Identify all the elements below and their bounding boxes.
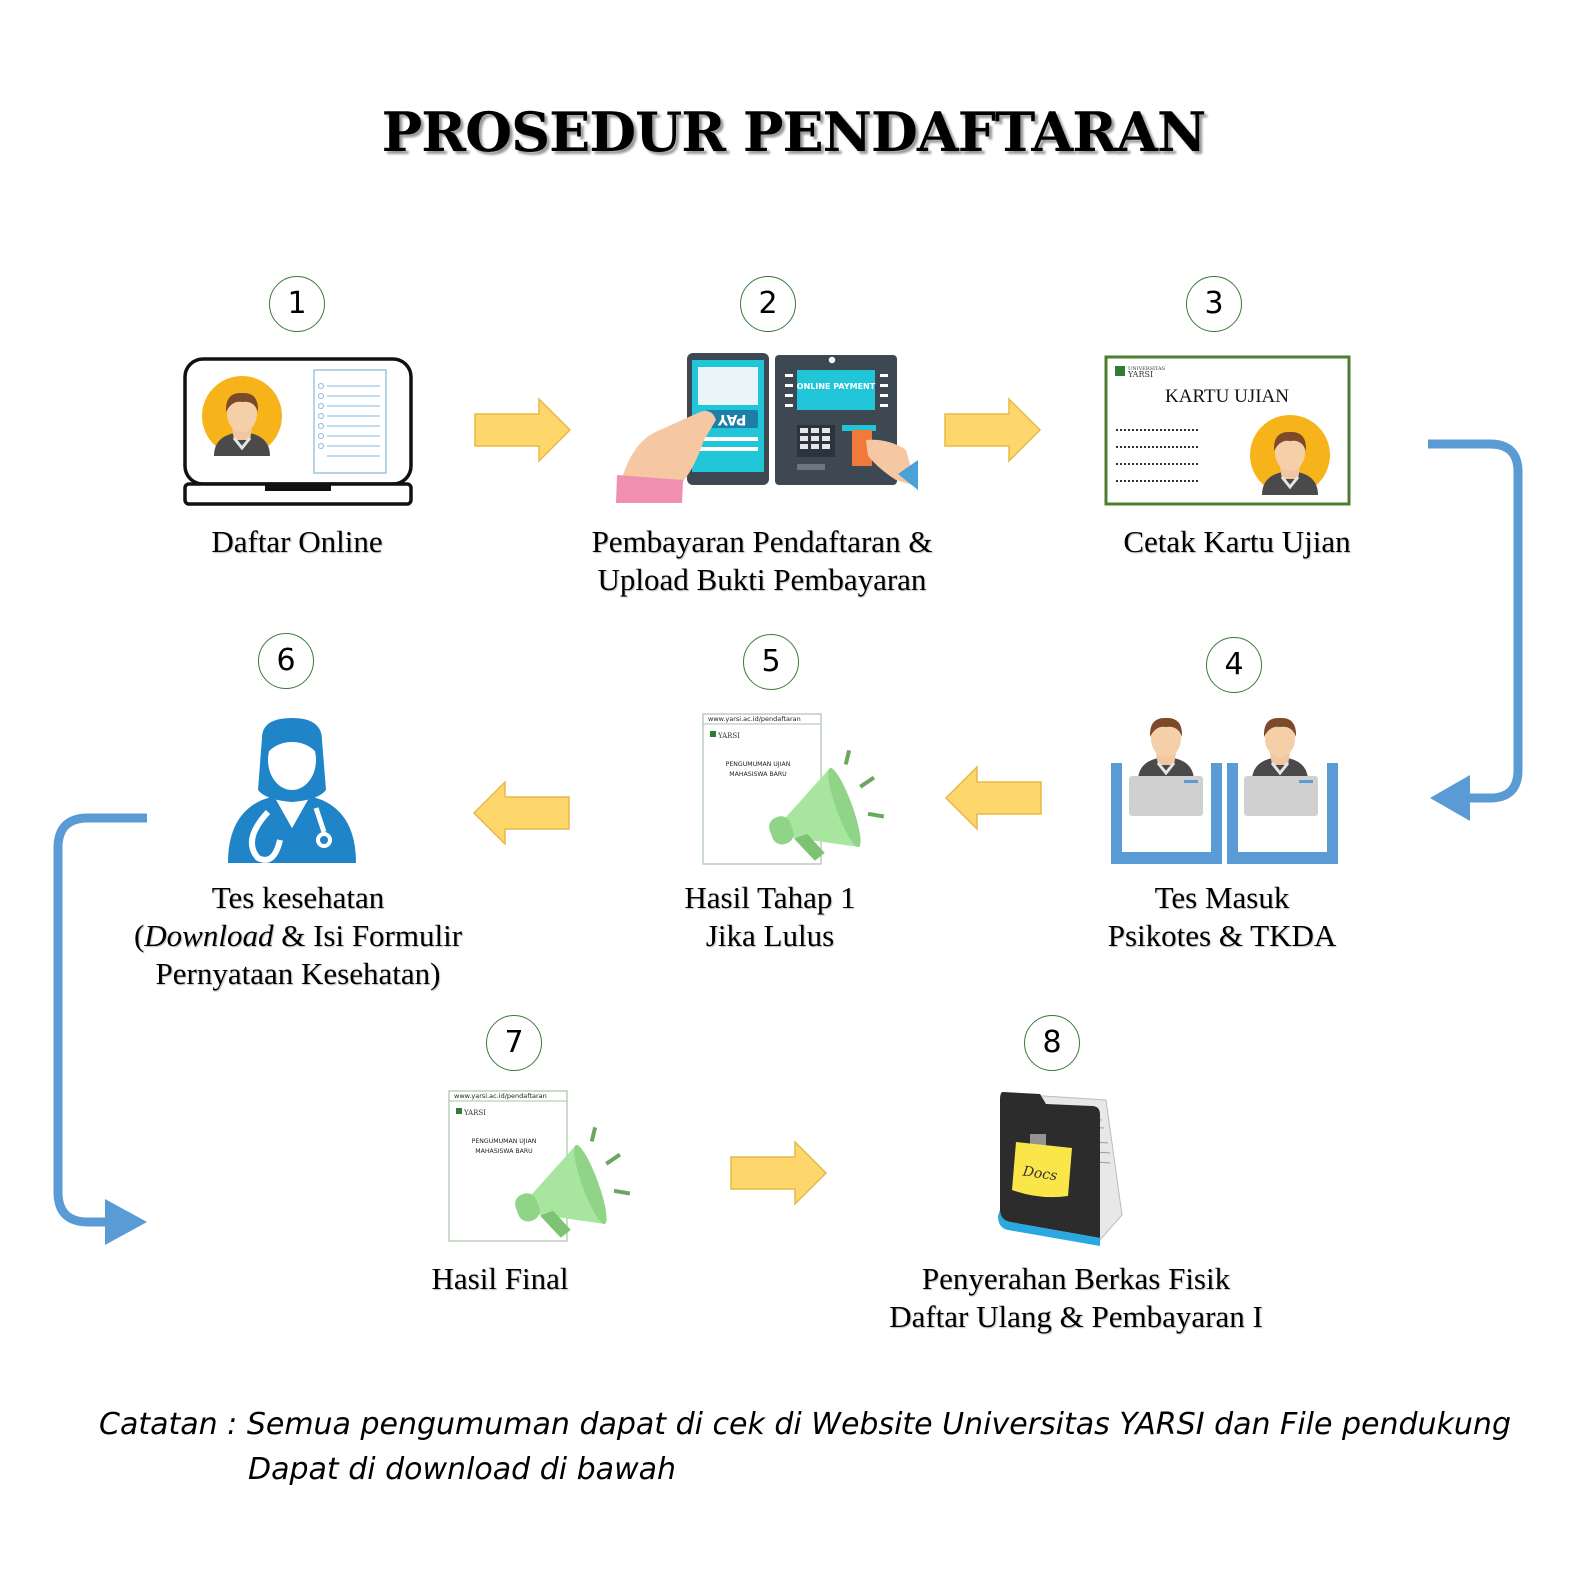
arrow-right-1-2 [474, 397, 572, 463]
arrow-left-4-5 [944, 765, 1042, 831]
card-logo-small: UNIVERSITAS [1128, 366, 1166, 372]
connector-3-4 [1428, 439, 1523, 803]
announcement-logo: YARSI [717, 732, 740, 740]
step-number-2: 2 [740, 276, 796, 332]
step-label-line: Hasil Final [431, 1261, 569, 1296]
announcement-logo: YARSI [463, 1109, 486, 1117]
announcement-icon: www.yarsi.ac.id/pendaftaran YARSI PENGUM… [702, 713, 897, 876]
step-label-line: Upload Bukti Pembayaran [597, 562, 927, 597]
step-label-line: Cetak Kartu Ujian [1123, 524, 1351, 559]
step-label-8: Penyerahan Berkas Fisik Daftar Ulang & P… [866, 1260, 1286, 1336]
step-label-4: Tes Masuk Psikotes & TKDA [1072, 879, 1372, 955]
connector-3-4-head [1430, 775, 1470, 821]
pay-text: PAY [717, 411, 746, 427]
step-number-4: 4 [1206, 637, 1262, 693]
arrow-right-7-8 [730, 1140, 828, 1206]
step-label-3: Cetak Kartu Ujian [1087, 523, 1387, 561]
announcement-text-2: MAHASISWA BARU [729, 771, 786, 778]
announcement-text-2: MAHASISWA BARU [475, 1148, 532, 1155]
step-label-6: Tes kesehatan (Download & Isi Formulir P… [108, 879, 488, 993]
step-label-line: Tes kesehatan [211, 880, 385, 915]
step-label-line: Tes Masuk [1154, 880, 1290, 915]
announcement-text-1: PENGUMUMAN UJIAN [472, 1138, 537, 1145]
atm-screen-text: ONLINE PAYMENT [797, 382, 876, 391]
step-number-3: 3 [1186, 276, 1242, 332]
card-logo: YARSI [1127, 370, 1153, 379]
announcement-url: www.yarsi.ac.id/pendaftaran [454, 1092, 547, 1100]
test-desks-icon [1111, 716, 1338, 864]
step-number-7: 7 [486, 1015, 542, 1071]
footer-note-line-1: Catatan : Semua pengumuman dapat di cek … [99, 1407, 1511, 1442]
step-label-line: Daftar Ulang & Pembayaran I [889, 1299, 1263, 1334]
step-number-8: 8 [1024, 1015, 1080, 1071]
connector-6-7 [53, 813, 147, 1227]
arrow-right-2-3 [944, 397, 1042, 463]
announcement-url: www.yarsi.ac.id/pendaftaran [708, 715, 801, 723]
step-label-line: Jika Lulus [705, 918, 835, 953]
footer-note-line-2: Dapat di download di bawah [248, 1452, 676, 1487]
doctor-icon [228, 718, 356, 863]
step-label-7: Hasil Final [350, 1260, 650, 1298]
step-label-1: Daftar Online [147, 523, 447, 561]
online-payment-icon: PAY ONLINE PAYMENT [616, 353, 918, 503]
step-label-line: Hasil Tahap 1 [684, 880, 856, 915]
document-folder-icon: Docs [998, 1092, 1123, 1246]
step-label-line: Pembayaran Pendaftaran & [591, 524, 933, 559]
step-label-line: Pernyataan Kesehatan) [155, 956, 441, 991]
exam-card-icon: UNIVERSITAS YARSI KARTU UJIAN [1104, 355, 1351, 506]
laptop-profile-icon [183, 357, 413, 506]
step-label-5: Hasil Tahap 1 Jika Lulus [620, 879, 920, 955]
connector-6-7-head [105, 1199, 147, 1245]
card-title: KARTU UJIAN [1165, 386, 1289, 407]
arrow-left-5-6 [472, 780, 570, 846]
folder-note-label: Docs [1021, 1164, 1059, 1185]
step-label-line: Psikotes & TKDA [1107, 918, 1337, 953]
step-number-5: 5 [743, 634, 799, 690]
step-number-6: 6 [258, 633, 314, 689]
announcement-text-1: PENGUMUMAN UJIAN [726, 761, 791, 768]
announcement-icon: www.yarsi.ac.id/pendaftaran YARSI PENGUM… [448, 1090, 643, 1253]
step-number-1: 1 [269, 276, 325, 332]
step-label-2: Pembayaran Pendaftaran & Upload Bukti Pe… [562, 523, 962, 599]
step-label-line: Daftar Online [211, 524, 383, 559]
step-label-line: Penyerahan Berkas Fisik [921, 1261, 1231, 1296]
page-title: PROSEDUR PENDAFTARAN [381, 100, 1207, 164]
step-label-line: (Download & Isi Formulir [133, 918, 463, 953]
